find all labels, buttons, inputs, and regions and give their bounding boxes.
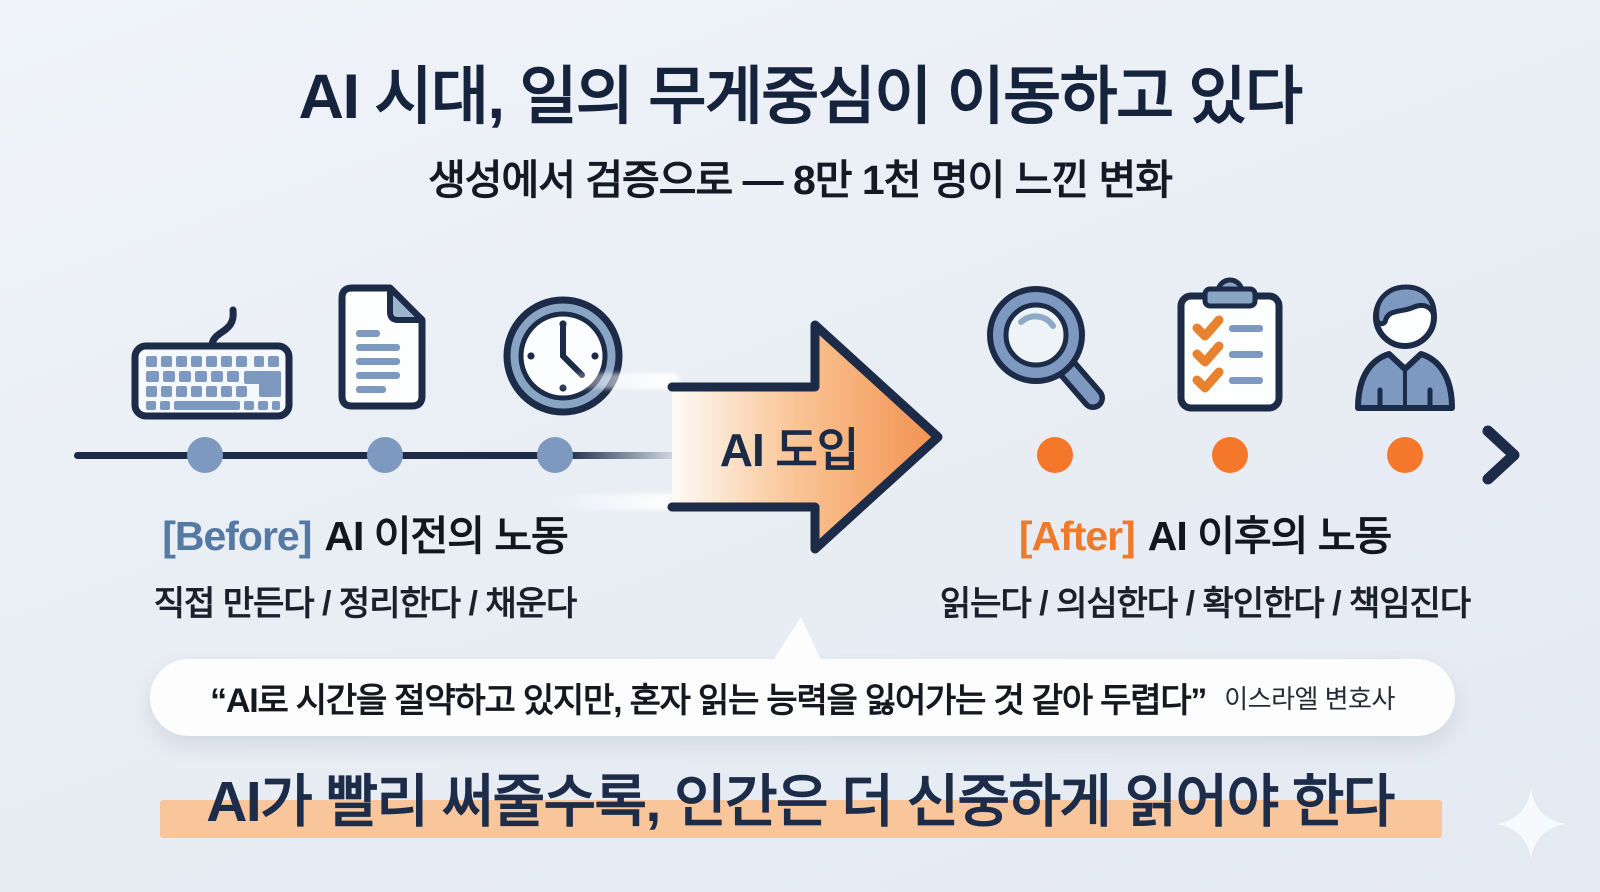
- arrow-label: AI 도입: [719, 424, 859, 476]
- magnifier-icon: [987, 286, 1105, 410]
- timeline-dot-after-3: [1387, 437, 1423, 473]
- after-tag: [After]: [1018, 513, 1136, 559]
- subtitle: 생성에서 검증으로 — 8만 1천 명이 느낀 변화: [428, 157, 1173, 203]
- arrow-tail-streak: [548, 494, 680, 510]
- timeline-dot-before-1: [187, 437, 223, 473]
- headline-highlight: [160, 800, 1442, 838]
- quote-bubble: “AI로 시간을 절약하고 있지만, 혼자 읽는 능력을 잃어가는 것 같아 두…: [150, 617, 1455, 736]
- clock-icon: [503, 296, 623, 416]
- timeline-dot-after-2: [1212, 437, 1248, 473]
- timeline-dot-before-3: [537, 437, 573, 473]
- timeline-dot-after-1: [1037, 437, 1073, 473]
- after-section: [After]AI 이후의 노동 읽는다 / 의심한다 / 확인한다 / 책임진…: [905, 502, 1505, 625]
- before-heading: [Before] AI 이전의 노동: [65, 502, 665, 562]
- arrow-shape: [667, 320, 943, 554]
- document-icon: [338, 284, 426, 410]
- timeline-arrowhead-icon: [1482, 425, 1520, 485]
- after-title: AI 이후의 노동: [1147, 513, 1392, 559]
- keyboard-icon: [131, 306, 293, 420]
- ai-adoption-arrow: AI 도입: [640, 318, 945, 558]
- quote-attribution: 이스라엘 변호사: [1224, 684, 1395, 714]
- main-title: AI 시대, 일의 무게중심이 이동하고 있다: [298, 62, 1303, 132]
- footer-headline: AI가 빨리 써줄수록, 인간은 더 신중하게 읽어야 한다: [206, 770, 1395, 834]
- sparkle-icon: [1496, 789, 1566, 859]
- quote-text: “AI로 시간을 절약하고 있지만, 혼자 읽는 능력을 잃어가는 것 같아 두…: [210, 682, 1207, 720]
- before-title: AI 이전의 노동: [324, 513, 568, 559]
- after-description: 읽는다 / 의심한다 / 확인한다 / 책임진다: [939, 585, 1471, 623]
- before-tag: [Before]: [162, 513, 312, 559]
- before-description: 직접 만든다 / 정리한다 / 채운다: [153, 585, 577, 623]
- after-heading: [After]AI 이후의 노동: [905, 502, 1505, 562]
- before-section: [Before] AI 이전의 노동 직접 만든다 / 정리한다 / 채운다: [65, 502, 665, 625]
- arrow-tail-streak: [548, 373, 680, 389]
- checklist-icon: [1177, 277, 1283, 412]
- timeline-dot-before-2: [367, 437, 403, 473]
- quote-bubble-tail: [772, 617, 822, 662]
- person-icon: [1355, 284, 1455, 411]
